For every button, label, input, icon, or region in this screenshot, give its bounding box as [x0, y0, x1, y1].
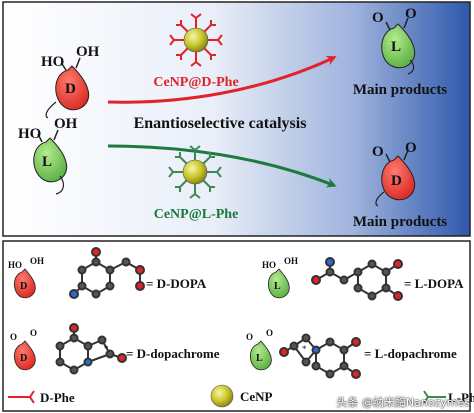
legend-d-dopa-ho: HO: [8, 260, 22, 270]
arrow-to-d-product: [107, 144, 337, 188]
legend-l-dopa-text: = L-DOPA: [404, 276, 464, 291]
legend-d-dopa-oh: OH: [30, 256, 44, 266]
legend-l-phe-text: L-Phe: [448, 390, 474, 405]
legend-l-dopa-letter: L: [274, 281, 281, 292]
legend-d-dopa-text: = D-DOPA: [146, 276, 207, 291]
center-title: Enantioselective catalysis: [134, 115, 307, 132]
l-dopachrome-ball-stick-model: [279, 333, 361, 379]
l-dopa-ho-label: HO: [18, 126, 41, 142]
bottom-catalyst-label: CeNP@L-Phe: [154, 207, 239, 222]
legend-d-phe-text: D-Phe: [40, 390, 75, 405]
d-phe-symbol: [8, 390, 35, 404]
legend-d-dopa-drop: HO OH D: [8, 256, 44, 299]
l-dopa-ball-stick-model: [311, 257, 403, 301]
arrow-to-l-product: [107, 55, 337, 104]
main-products-top: Main products: [353, 82, 447, 98]
legend-d-dopa-letter: D: [20, 281, 27, 292]
l-dopa-reactant: HO OH L: [18, 116, 78, 195]
l-dopachrome-chiral-mark: *: [302, 344, 307, 354]
legend-d-dopachrome-text: = D-dopachrome: [126, 346, 220, 361]
top-product-letter: L: [391, 39, 401, 55]
d-dopa-reactant: HO OH D: [41, 44, 100, 119]
legend-l-dopa-drop: HO OH L: [262, 256, 298, 299]
d-dopa-ball-stick-model: [69, 247, 145, 299]
d-dopachrome-ball-stick-model: [55, 323, 127, 375]
d-dopa-letter: D: [65, 81, 76, 97]
legend-l-dopachrome-drop: O O L: [246, 328, 273, 371]
cenp-symbol: [210, 384, 234, 408]
legend-d-dopachrome-o-left: O: [10, 332, 17, 342]
legend-d-dopachrome-drop: O O D: [10, 328, 37, 371]
top-catalyst-label: CeNP@D-Phe: [153, 75, 238, 90]
cenp-l-phe-particle: [168, 145, 222, 199]
legend-l-dopachrome-text: = L-dopachrome: [364, 346, 457, 361]
l-dopa-letter: L: [42, 154, 52, 170]
watermark: 头条 @纳米酶Nanozymes: [336, 396, 470, 409]
d-dopachrome-product: O O D: [372, 140, 417, 207]
bottom-product-o-left: O: [372, 144, 384, 160]
legend-l-dopa-ho: HO: [262, 260, 276, 270]
legend-cenp-text: CeNP: [240, 389, 273, 404]
bottom-product-letter: D: [391, 173, 402, 189]
d-dopachrome-chiral-mark: *: [104, 344, 109, 354]
legend-l-dopachrome-o-right: O: [266, 328, 273, 338]
legend-d-dopachrome-o-right: O: [30, 328, 37, 338]
cenp-d-phe-particle: [169, 13, 223, 67]
main-products-bottom: Main products: [353, 214, 447, 230]
d-dopa-oh-label: OH: [76, 44, 100, 60]
l-phe-symbol: [423, 390, 446, 404]
top-product-o-right: O: [405, 6, 417, 22]
legend-l-dopa-oh: OH: [284, 256, 298, 266]
legend-d-dopachrome-letter: D: [20, 353, 27, 364]
bottom-product-o-right: O: [405, 140, 417, 156]
legend-l-dopachrome-letter: L: [256, 353, 263, 364]
l-dopa-oh-label: OH: [54, 116, 78, 132]
d-dopa-ho-label: HO: [41, 54, 64, 70]
l-dopachrome-product: O O L: [372, 6, 417, 75]
top-product-o-left: O: [372, 10, 384, 26]
legend-l-dopachrome-o-left: O: [246, 332, 253, 342]
